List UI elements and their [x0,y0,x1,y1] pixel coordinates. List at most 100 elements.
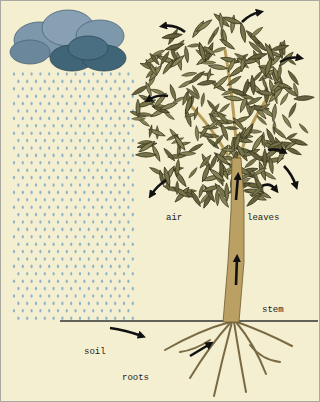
rain-drop [105,198,107,202]
part-label: leaves [247,214,279,223]
rain-drop [105,124,107,128]
rain-drop [101,102,103,106]
rain-drop [48,176,50,180]
rain-drop [61,228,63,232]
rain-drop [110,309,112,313]
rain-drop [123,198,125,202]
rain-drop [97,198,99,202]
rain-drop [57,102,59,106]
leaf [249,26,264,39]
rain-drop [70,302,72,306]
rain-drop [79,242,81,246]
rain-drop [17,94,19,98]
rain-drop [44,198,46,202]
leaf [282,85,298,98]
rain-drop [114,287,116,291]
rain-drop [17,80,19,84]
rain-drop [110,235,112,239]
rain-drop [79,257,81,261]
rain-drop [92,191,94,195]
leaf [162,166,171,187]
rain-drop [132,316,134,320]
rain-drop [22,131,24,135]
rain-drop [132,124,134,128]
rain-drop [79,213,81,217]
rain-drop [57,161,59,165]
rain-drop [105,139,107,143]
rain-drop [114,302,116,306]
rain-drop [92,220,94,224]
rain-drop [13,235,15,239]
rain-drop [66,235,68,239]
leaf [149,52,161,66]
rain-drop [127,294,129,298]
part-label: air [166,214,182,223]
rain-drop [97,109,99,113]
rain-drop [26,242,28,246]
rain-drop [39,131,41,135]
rain-drop [66,87,68,91]
rain-drop [26,80,28,84]
rain-drop [127,250,129,254]
rain-drop [61,213,63,217]
rain-drop [61,109,63,113]
rain-drop [35,302,37,306]
rain-drop [101,131,103,135]
rain-drop [17,257,19,261]
rain-drop [17,302,19,306]
rain-drop [66,250,68,254]
rain-drop [44,287,46,291]
rain-drop [13,279,15,283]
rain-drop [88,168,90,172]
rain-drop [66,220,68,224]
leaf [200,93,205,107]
rain-drop [119,131,121,135]
leaf [247,52,267,61]
leaf [218,13,224,30]
rain-drop [105,80,107,84]
rain-drop [70,168,72,172]
rain-drop [22,294,24,298]
rain-drop [83,309,85,313]
rain-drop [101,72,103,76]
rain-drop [119,220,121,224]
rain-drop [101,176,103,180]
rain-drop [114,168,116,172]
rain-drop [114,154,116,158]
rain-drop [92,265,94,269]
leaf [185,87,200,100]
leaf [198,184,205,199]
rain-drop [44,228,46,232]
rain-drop [92,146,94,150]
leaf [242,79,250,97]
leaf [137,140,152,145]
rain-drop [119,265,121,269]
part-label: soil [84,348,106,357]
leaf [277,64,283,80]
rain-drop [31,309,33,313]
rain-drop [66,176,68,180]
rain-drop [70,139,72,143]
leaf [171,185,190,199]
leaf [197,42,207,63]
rain-drop [83,131,85,135]
rain-drop [101,87,103,91]
rain-drop [88,139,90,143]
leaf [144,81,153,97]
rain-drop [92,205,94,209]
rain-drop [26,124,28,128]
leaf [181,71,197,77]
leaf [168,84,177,102]
rain-drop [61,124,63,128]
rain-drop [79,109,81,113]
rain-drop [110,72,112,76]
leaf [206,99,218,113]
leaf [162,147,176,162]
rain-drop [61,154,63,158]
rain-drop [127,146,129,150]
rain-drop [44,302,46,306]
rain-drop [132,139,134,143]
rain-drop [105,272,107,276]
rain-drop [79,272,81,276]
